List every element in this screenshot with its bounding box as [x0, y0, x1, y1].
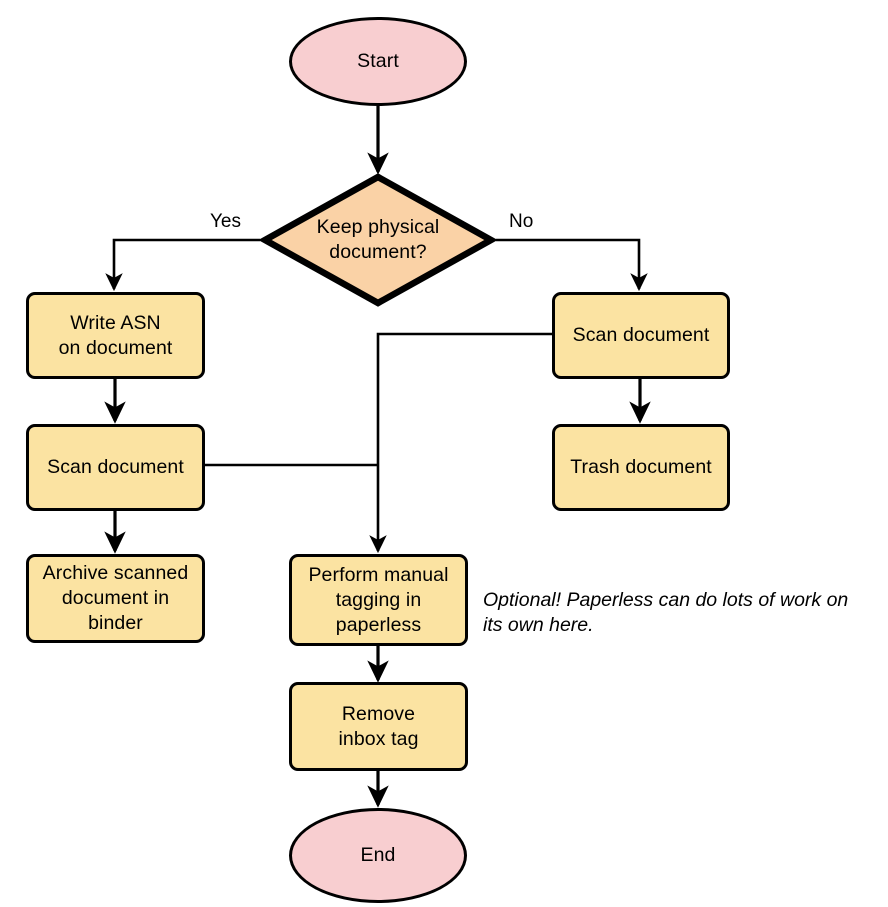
node-write-asn-line2: on document — [58, 336, 173, 359]
node-end-label: End — [360, 844, 396, 866]
node-remove-inbox-tag[interactable]: Remove inbox tag — [289, 682, 468, 771]
node-perform-manual-tagging[interactable]: Perform manual tagging in paperless — [289, 554, 468, 646]
node-scan-document-right[interactable]: Scan document — [552, 292, 730, 379]
edge-label-yes: Yes — [210, 211, 241, 233]
annotation-line1: Optional! Paperless can do lots of work … — [483, 589, 849, 611]
node-archive-line2: document in — [61, 587, 170, 609]
node-write-asn-on-document[interactable]: Write ASN on document — [26, 292, 205, 379]
node-scan-document-right-label: Scan document — [572, 324, 710, 346]
node-start-label: Start — [357, 50, 399, 72]
edge-decision-no-to-scan-right — [493, 238, 648, 292]
node-remove-inbox-line1: Remove — [341, 702, 416, 725]
node-decision-keep-physical-document[interactable]: Keep physical document? — [261, 173, 495, 307]
node-archive-scanned-document[interactable]: Archive scanned document in binder — [26, 554, 205, 643]
node-tagging-line2: tagging in — [335, 588, 422, 611]
node-end[interactable]: End — [289, 808, 467, 903]
annotation-line2: its own here. — [483, 614, 594, 636]
node-tagging-line1: Perform manual — [308, 563, 449, 586]
node-trash-document-label: Trash document — [570, 456, 712, 478]
edge-label-no: No — [509, 211, 533, 233]
node-remove-inbox-line2: inbox tag — [338, 727, 419, 750]
edge-label-yes-text: Yes — [210, 211, 241, 232]
node-scan-document-left-label: Scan document — [47, 456, 184, 478]
node-archive-line1: Archive scanned — [42, 562, 189, 584]
decision-shape-keep-physical-document — [261, 173, 495, 307]
node-tagging-line3: paperless — [335, 613, 422, 636]
decision-label-line1: Keep physical — [316, 216, 440, 238]
edge-label-no-text: No — [509, 211, 534, 232]
decision-label-line2: document? — [329, 241, 427, 263]
node-write-asn-line1: Write ASN — [70, 311, 161, 334]
node-archive-line3: binder — [88, 612, 143, 634]
edge-decision-yes-to-write-asn — [105, 238, 263, 292]
edge-scan-right-to-tagging — [369, 332, 552, 554]
node-scan-document-left[interactable]: Scan document — [26, 424, 205, 511]
annotation-optional-note: Optional! Paperless can do lots of work … — [483, 588, 888, 638]
node-start[interactable]: Start — [289, 17, 467, 106]
node-trash-document[interactable]: Trash document — [552, 424, 730, 511]
